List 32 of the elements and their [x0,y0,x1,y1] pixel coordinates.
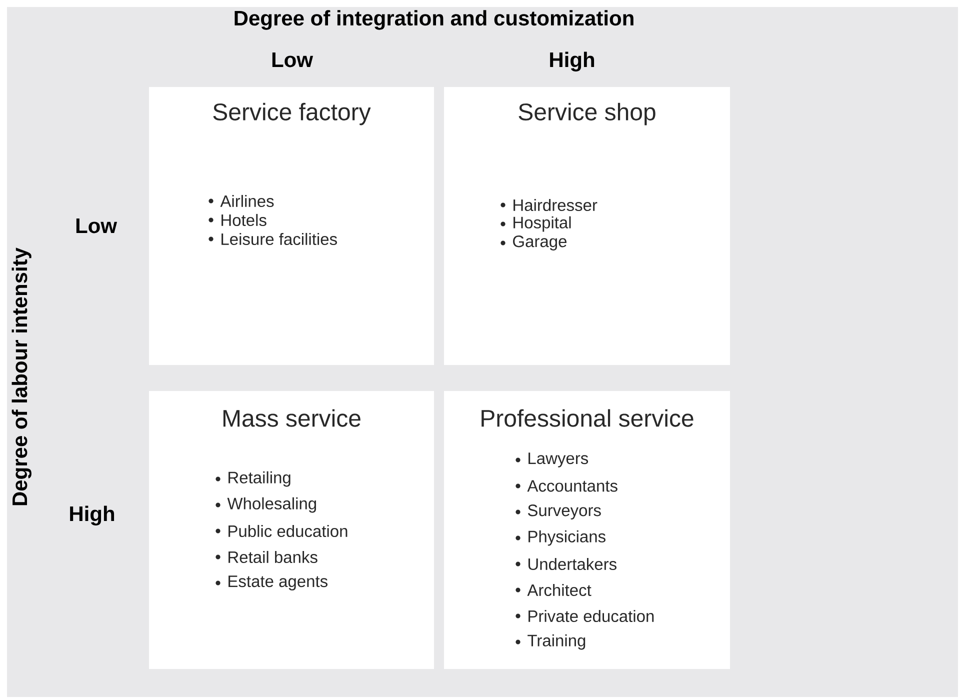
quadrant-box [444,87,730,365]
list-item: Lawyers [516,452,588,468]
quadrant-heading: Service shop [518,102,656,126]
list-item: Retailing [216,471,290,487]
quadrant-box [444,391,730,669]
list-item: Retail banks [216,550,318,564]
axis-title: Degree of labour intensity [12,248,32,506]
list-item: Training [516,634,586,650]
list-item: Garage [500,236,566,250]
list-item: Estate agents [216,576,328,590]
axis-label: Low [76,218,118,234]
quadrant-box [149,87,434,365]
list-item: Airlines [208,194,274,208]
list-item: Architect [516,584,592,596]
quadrant-box [149,391,434,669]
list-item: Surveyors [516,504,601,520]
quadrant-heading: Service factory [213,102,371,126]
list-item: Leisure facilities [208,232,337,246]
list-item: Hairdresser [500,198,598,212]
list-item: Physicians [516,530,606,546]
list-item: Private education [516,610,654,622]
list-item: Public education [216,524,348,538]
list-item: Hotels [208,214,266,226]
list-item: Undertakers [516,558,616,570]
axis-title: Degree of integration and customization [234,10,634,30]
quadrant-heading: Mass service [223,409,360,427]
list-item: Hospital [500,216,571,232]
list-item: Wholesaling [216,497,316,513]
axis-label: High [70,506,114,526]
axis-label: Low [272,52,314,68]
quadrant-heading: Professional service [482,409,694,427]
list-item: Accountants [516,480,618,492]
